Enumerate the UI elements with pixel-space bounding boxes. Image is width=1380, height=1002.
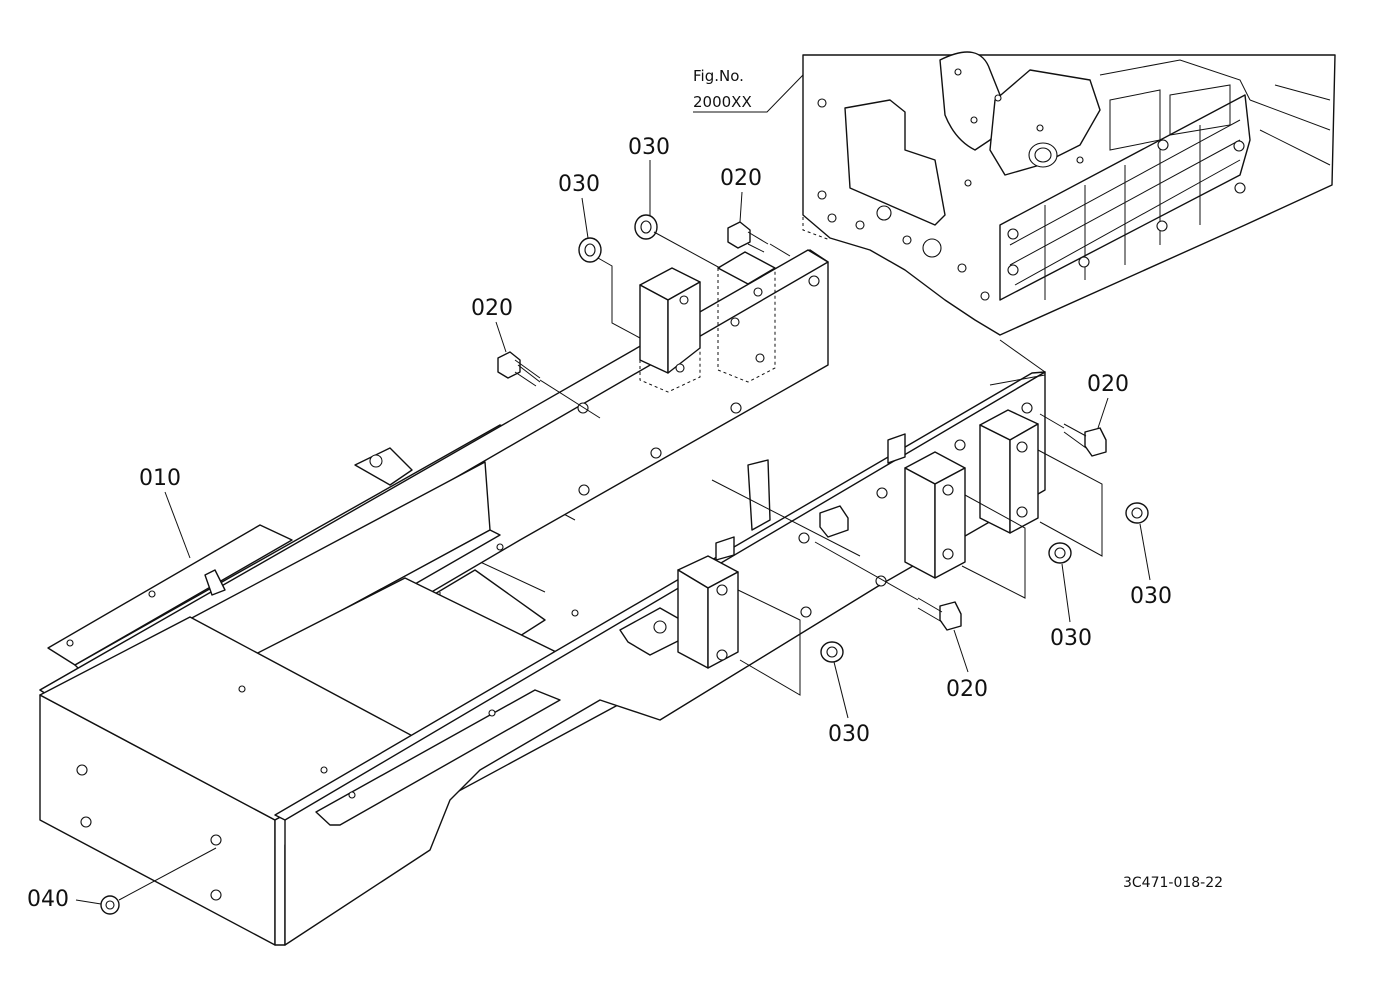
- nut-030-c: [1125, 502, 1149, 524]
- callout-030-right: 030: [1050, 626, 1092, 651]
- callout-030-upper-left: 030: [558, 172, 600, 197]
- bolt-020-lower: [917, 597, 962, 631]
- front-frame-010: [39, 249, 1046, 946]
- figure-ref-line2: 2000XX: [693, 93, 752, 111]
- callout-030-upper: 030: [628, 135, 670, 160]
- plug-040: [100, 895, 120, 915]
- bolt-020-upper-left: [497, 351, 541, 387]
- nut-030-d: [1048, 542, 1072, 564]
- callout-040: 040: [27, 887, 69, 912]
- callout-020-upper-right: 020: [720, 166, 762, 191]
- mount-blocks: [639, 251, 1039, 669]
- callout-020-upper-left: 020: [471, 296, 513, 321]
- bolt-020-right: [1063, 423, 1107, 457]
- nut-030-e: [820, 641, 844, 663]
- engine-block: [802, 51, 1336, 336]
- bolt-020-upper-right: [727, 221, 769, 253]
- callout-030-lower: 030: [828, 722, 870, 747]
- callout-020-right: 020: [1087, 372, 1129, 397]
- nut-030-b: [634, 214, 658, 240]
- callout-010: 010: [139, 466, 181, 491]
- drawing-code: 3C471-018-22: [1123, 875, 1223, 891]
- assembly-lines: [118, 231, 1103, 901]
- nut-030-a: [578, 237, 602, 263]
- figure-reference: Fig.No. 2000XX: [693, 67, 804, 113]
- callouts: 030 030 020 020 010 020 030 030 020 030 …: [27, 135, 1172, 912]
- callout-020-lower: 020: [946, 677, 988, 702]
- callout-030-far-right: 030: [1130, 584, 1172, 609]
- figure-ref-line1: Fig.No.: [693, 67, 744, 85]
